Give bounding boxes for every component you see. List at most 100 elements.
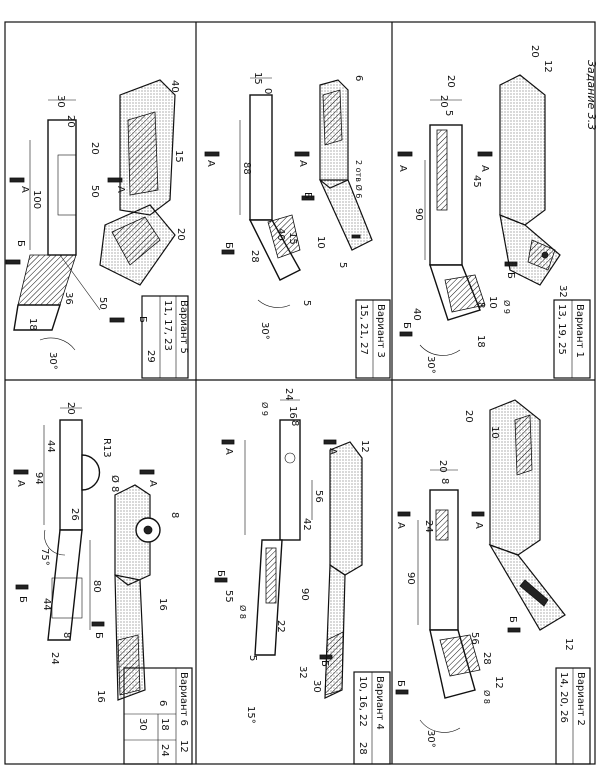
- dim-label: 40: [275, 228, 286, 241]
- dim-label: 88: [241, 162, 252, 175]
- dim-label: 6: [157, 700, 168, 706]
- dim-label: 94: [33, 472, 44, 485]
- section-mark: А: [327, 448, 338, 455]
- variant-numbers: 29: [145, 350, 156, 363]
- dim-label: 12: [493, 676, 504, 689]
- variant-label: Вариант 5: [178, 300, 189, 354]
- dim-label: 90: [299, 588, 310, 601]
- dim-label: 26: [69, 508, 80, 521]
- dim-label: 10: [489, 426, 500, 439]
- v6-body-lower: [47, 529, 83, 641]
- variant-label: Вариант 2: [575, 672, 586, 726]
- dim-label: 5: [337, 262, 348, 268]
- dim-label: 15°: [245, 706, 256, 724]
- v4-section: [265, 547, 277, 604]
- panel-variant-6: 20 44 R13 94 Ø 8 26 75° 44 80 8 24 16 8 …: [13, 402, 193, 765]
- dim-label: 56: [469, 632, 480, 645]
- section-mark: Б: [302, 192, 313, 199]
- panel-variant-1: 20 20 12 20 5 45 90 40 10 8 18 30° Ø 9 3…: [397, 45, 591, 379]
- section-mark: Б: [401, 322, 412, 329]
- v1-section: [436, 129, 448, 211]
- dim-label: 16: [157, 598, 168, 611]
- dim-label: 20: [438, 95, 449, 108]
- section-mark: А: [15, 480, 26, 487]
- section-mark: А: [205, 160, 216, 167]
- variant-numbers: 13, 19, 25: [556, 304, 567, 355]
- dim-label: Ø 9: [502, 300, 512, 314]
- v5-angled-end: [13, 304, 61, 331]
- dim-label: 20: [65, 115, 76, 128]
- variant-numbers: 11, 17, 23: [162, 300, 173, 351]
- variant-numbers: 15, 21, 27: [358, 304, 369, 355]
- v3-angled: [248, 219, 301, 281]
- panel-variant-5: 30 20 20 100 50 36 18 30° 50 40 15 20 А …: [5, 79, 189, 379]
- dim-label: 24: [283, 388, 294, 401]
- dim-label: 20: [175, 228, 186, 241]
- dim-label: 8: [169, 512, 180, 518]
- variant-numbers: 10, 16, 22: [357, 676, 368, 727]
- v1-iso-upper: [499, 74, 546, 226]
- v3-section: [267, 214, 301, 259]
- dim-label: 50: [89, 185, 100, 198]
- v3-body: [249, 94, 273, 221]
- dim-label: 20: [65, 402, 76, 415]
- variant-numbers: 24: [159, 744, 170, 757]
- dim-label: 30: [55, 95, 66, 108]
- dim-label: 22: [275, 620, 286, 633]
- v5-slot: [57, 154, 77, 216]
- v2-iso-slot: [514, 414, 533, 476]
- dim-label: 24: [423, 520, 434, 533]
- section-mark: А: [147, 480, 158, 487]
- dim-label: 15: [173, 150, 184, 163]
- dim-label: 32: [297, 666, 308, 679]
- dim-label: 44: [45, 440, 56, 453]
- section-mark: А: [473, 522, 484, 529]
- dim-label: 18: [475, 335, 486, 348]
- variant-numbers: 18: [159, 718, 170, 731]
- dim-label: 30°: [259, 322, 270, 340]
- v5-iso-section: [127, 111, 159, 196]
- section-mark: Б: [507, 616, 518, 623]
- dim-label: 12: [359, 440, 370, 453]
- dim-label: Ø 9: [260, 402, 270, 416]
- dim-label: 75°: [39, 548, 50, 566]
- section-mark: Б: [93, 632, 104, 639]
- variant-numbers: 12: [178, 740, 189, 753]
- dim-label: 12: [563, 638, 574, 651]
- dim-label: Ø 8: [482, 690, 492, 704]
- dim-label: 18: [27, 318, 38, 331]
- v3-iso-section: [322, 89, 343, 146]
- section-mark: А: [223, 448, 234, 455]
- dim-label: 40: [169, 80, 180, 93]
- dim-label: 56: [313, 490, 324, 503]
- dim-label: 50: [97, 297, 108, 310]
- dim-label: 20: [89, 142, 100, 155]
- dim-label: 42: [301, 518, 312, 531]
- section-mark: Б: [395, 680, 406, 687]
- dim-label: 80: [91, 580, 102, 593]
- v5-body: [47, 119, 77, 256]
- dim-label: 20: [529, 45, 540, 58]
- dim-label: 12: [542, 60, 553, 73]
- dim-label: 16: [95, 690, 106, 703]
- dim-label: 15: [252, 72, 263, 85]
- section-mark: Б: [17, 596, 28, 603]
- dim-label: 5: [247, 655, 258, 661]
- dim-label: 30°: [425, 356, 436, 374]
- section-mark: А: [115, 186, 126, 193]
- dim-label: 20: [437, 460, 448, 473]
- variant-label: Вариант 4: [374, 676, 385, 730]
- section-mark: Б: [223, 242, 234, 249]
- dim-label: 30°: [47, 352, 58, 370]
- dim-label: Ø 8: [238, 605, 248, 619]
- dim-label: 30: [311, 680, 322, 693]
- v3-iso-lower: [319, 179, 373, 251]
- dim-label: 24: [49, 652, 60, 665]
- section-mark: А: [395, 522, 406, 529]
- dim-label: 90: [413, 208, 424, 221]
- dim-label: 15: [287, 232, 298, 245]
- dim-label: 36: [63, 292, 74, 305]
- variant-label: Вариант 6: [178, 672, 189, 726]
- dim-label: 30°: [425, 730, 436, 748]
- dim-label: 20: [463, 410, 474, 423]
